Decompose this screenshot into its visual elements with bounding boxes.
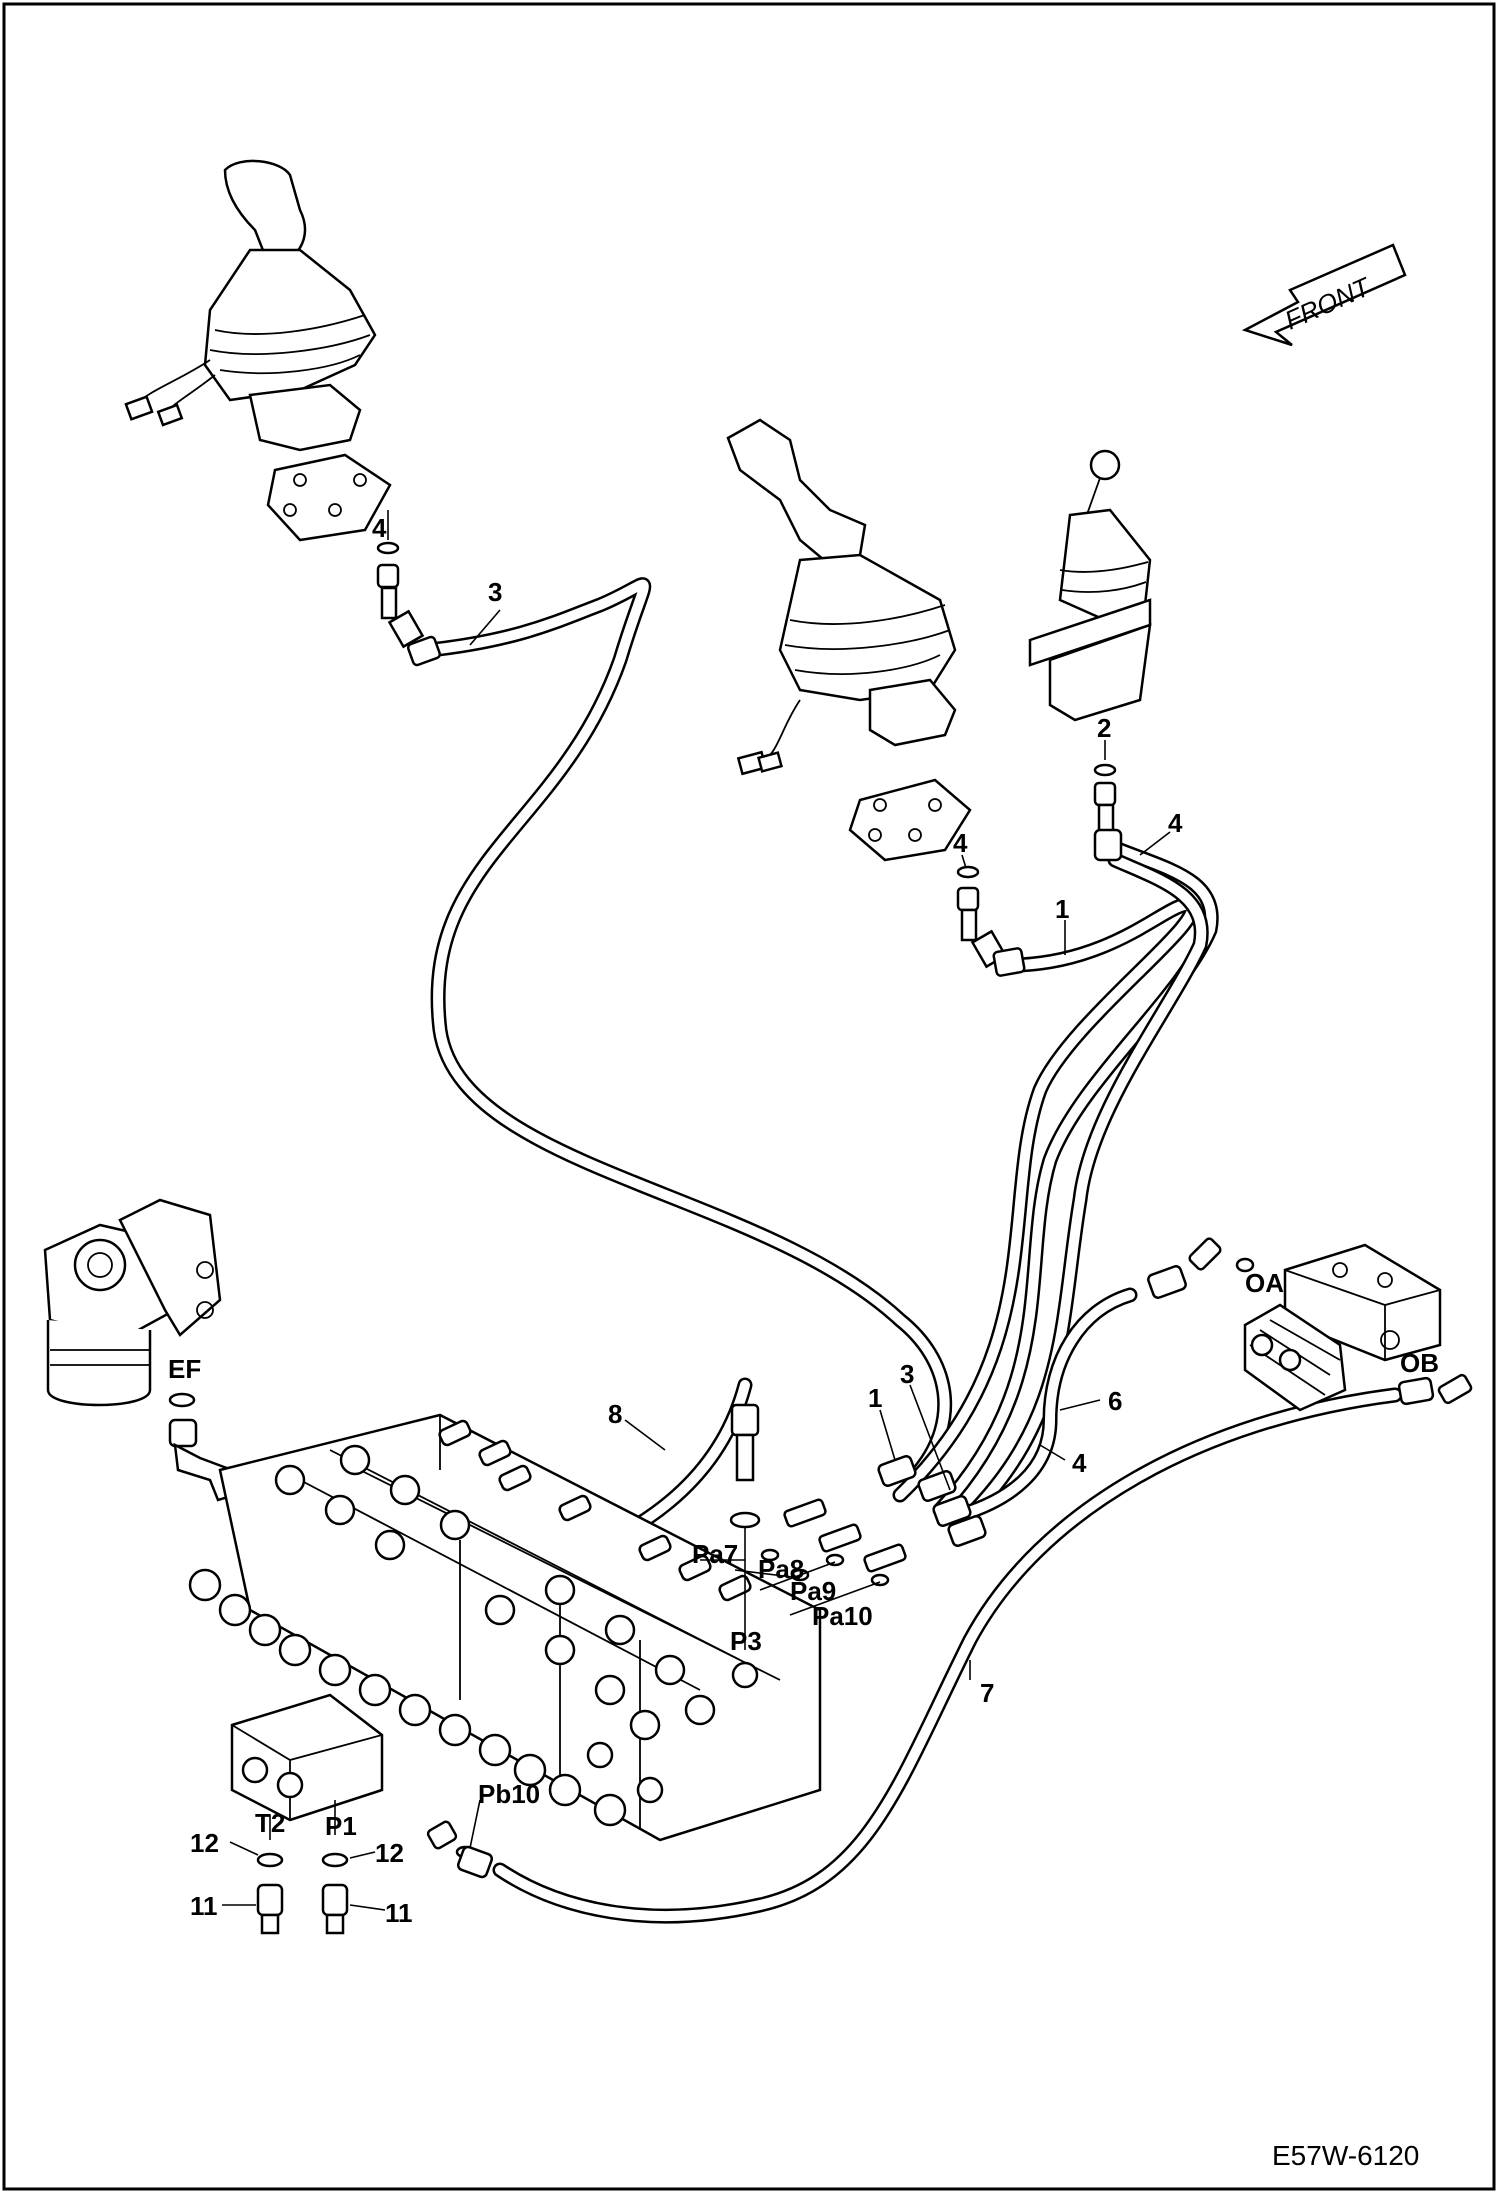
callout-3-top: 3 <box>488 577 502 607</box>
port-ef: EF <box>168 1354 201 1384</box>
front-arrow: FRONT <box>1241 243 1407 347</box>
callouts: 4 3 2 4 4 1 8 1 3 6 4 7 12 12 11 11 <box>190 513 1183 1928</box>
callout-12-left: 12 <box>190 1828 219 1858</box>
callout-4-bottom: 4 <box>1072 1448 1087 1478</box>
port-pa10: Pa10 <box>812 1601 873 1631</box>
callout-3-bottom: 3 <box>900 1359 914 1389</box>
pilot-port-fittings <box>426 1455 987 1879</box>
callout-11-left: 11 <box>190 1891 218 1921</box>
check-block <box>230 1693 384 1935</box>
callout-4-right-joystick: 4 <box>953 828 968 858</box>
leader-lines <box>222 510 1171 1911</box>
steering-unit <box>43 1198 237 1502</box>
callout-11-right: 11 <box>385 1898 413 1928</box>
port-pa9: Pa9 <box>790 1576 836 1606</box>
callout-4-left-joystick: 4 <box>372 513 387 543</box>
callout-1-top: 1 <box>1055 894 1069 924</box>
callout-4-pedal: 4 <box>1168 808 1183 838</box>
callout-8: 8 <box>608 1399 622 1429</box>
left-joystick <box>124 159 442 667</box>
port-p3: P3 <box>730 1626 762 1656</box>
port-pa7: Pa7 <box>692 1539 738 1569</box>
port-oa: OA <box>1245 1268 1284 1298</box>
port-pa8: Pa8 <box>758 1554 804 1584</box>
port-ob: OB <box>1400 1348 1439 1378</box>
callout-1-bottom: 1 <box>868 1383 882 1413</box>
callout-2: 2 <box>1097 713 1111 743</box>
control-valve-assembly <box>188 1403 822 1842</box>
port-t2: T2 <box>255 1808 285 1838</box>
hoses <box>252 577 1403 1924</box>
right-joystick <box>726 418 1026 977</box>
callout-12-right: 12 <box>375 1838 404 1868</box>
drawing-reference: E57W-6120 <box>1272 2140 1419 2171</box>
pedal-valve <box>1028 449 1152 862</box>
port-labels: EF OA OB Pa7 Pa8 Pa9 Pa10 P3 Pb10 T2 P1 <box>168 1268 1439 1841</box>
port-pb10: Pb10 <box>478 1779 540 1809</box>
port-p1: P1 <box>325 1811 357 1841</box>
callout-6: 6 <box>1108 1386 1122 1416</box>
swivel-valve <box>1147 1237 1473 1412</box>
callout-7: 7 <box>980 1678 994 1708</box>
